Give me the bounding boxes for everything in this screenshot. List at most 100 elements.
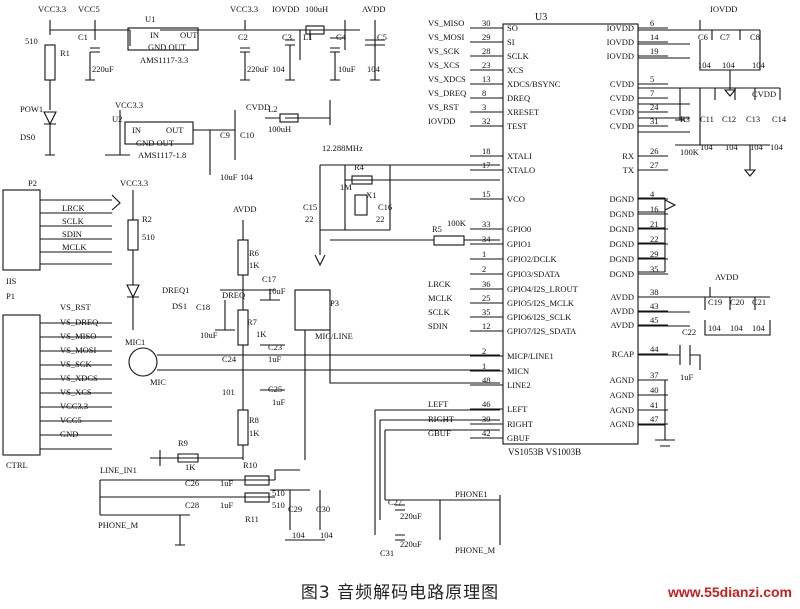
u3-pin-number: 30 xyxy=(482,18,491,28)
component-label: R5 xyxy=(432,224,442,234)
component-label: 104 xyxy=(367,64,381,74)
u3-pin-label: SCLK xyxy=(507,51,530,61)
u3-pin-label: IOVDD xyxy=(607,37,634,47)
u3-pin-number: 37 xyxy=(650,370,659,380)
u3-pin-number: 2 xyxy=(482,264,486,274)
component-label: C29 xyxy=(288,504,302,514)
u3-pin-label: GPIO3/SDATA xyxy=(507,269,561,279)
u3-pin-label: GPIO1 xyxy=(507,239,531,249)
component-label: 22 xyxy=(376,214,385,224)
figure-caption: 图3 音频解码电路原理图 xyxy=(300,583,500,603)
u3-pin-label: AGND xyxy=(609,375,634,385)
u3-pin-number: 3 xyxy=(482,102,486,112)
site-watermark: www.55dianzi.com xyxy=(668,584,792,600)
component-label: C17 xyxy=(262,274,276,284)
u3-pin-label: DGND xyxy=(609,194,634,204)
u3-pin-label: DGND xyxy=(609,239,634,249)
u3-chip-body xyxy=(502,23,639,445)
component-label: VS_MOSI xyxy=(60,345,97,355)
u3-pin-label: AVDD xyxy=(611,320,634,330)
p1-connector-box xyxy=(2,314,41,456)
component-label: R2 xyxy=(142,214,152,224)
u3-left-pins: SO30VS_MISOSI29VS_MOSISCLK28VS_SCKXCS23V… xyxy=(428,18,579,443)
r10-resistor xyxy=(244,475,270,486)
component-label: 104 xyxy=(272,64,286,74)
u3-pin-number: 18 xyxy=(482,146,491,156)
component-label: OUT xyxy=(180,30,198,40)
u3-pin-number: 35 xyxy=(482,307,491,317)
component-label: VS_XCS xyxy=(60,387,92,397)
u3-pin-label: CVDD xyxy=(610,121,634,131)
component-label: C11 xyxy=(700,114,714,124)
mic1-microphone xyxy=(128,347,158,377)
component-label: 1uF xyxy=(272,397,286,407)
u3-pin-number: 34 xyxy=(482,234,491,244)
u3-pin-number: 21 xyxy=(650,219,659,229)
component-label: VCC3.3 xyxy=(115,100,143,110)
component-label: C30 xyxy=(316,504,330,514)
u3-pin-number: 4 xyxy=(650,189,655,199)
component-label: C13 xyxy=(746,114,760,124)
u3-net-name: SDIN xyxy=(428,321,448,331)
component-label: VCC5 xyxy=(60,415,82,425)
u3-net-name: GBUF xyxy=(428,428,451,438)
component-label: IIS xyxy=(6,276,17,286)
u3-net-name: LRCK xyxy=(428,279,452,289)
u3-pin-number: 35 xyxy=(650,264,659,274)
u3-pin-number: 6 xyxy=(650,18,654,28)
u3-pin-label: XTALO xyxy=(507,165,535,175)
component-label: LINE_IN1 xyxy=(100,465,137,475)
component-label: VS_MISO xyxy=(60,331,96,341)
component-label: MIC/LINE xyxy=(315,331,353,341)
u3-pin-number: 33 xyxy=(482,219,491,229)
u3-pin-number: 1 xyxy=(482,249,486,259)
component-label: 1K xyxy=(185,462,196,472)
component-label: X1 xyxy=(366,190,376,200)
component-label: IOVDD xyxy=(710,4,737,14)
u3-pin-label: GBUF xyxy=(507,433,530,443)
u3-pin-label: CVDD xyxy=(610,93,634,103)
u3-pin-number: 7 xyxy=(650,88,654,98)
u3-pin-number: 46 xyxy=(482,399,491,409)
u3-pin-label: RIGHT xyxy=(507,419,534,429)
p3-mic-line-connector xyxy=(294,289,331,331)
component-label: 1K xyxy=(249,260,260,270)
component-label: C3 xyxy=(282,32,292,42)
component-label: R3 xyxy=(680,114,690,124)
component-label: L2 xyxy=(268,104,277,114)
component-label: 22 xyxy=(305,214,314,224)
component-label: 104 xyxy=(708,323,722,333)
component-label: C25 xyxy=(268,384,282,394)
u3-pin-label: GPIO4/I2S_LROUT xyxy=(507,284,579,294)
u3-net-name: IOVDD xyxy=(428,116,455,126)
component-label: MCLK xyxy=(62,242,87,252)
r2-resistor xyxy=(127,219,139,251)
component-label: DREQ xyxy=(222,290,245,300)
component-label: 100K xyxy=(680,147,700,157)
component-label: C12 xyxy=(722,114,736,124)
component-label: C5 xyxy=(377,32,387,42)
component-label: R11 xyxy=(245,514,259,524)
l1-inductor xyxy=(305,25,325,35)
component-label: P2 xyxy=(28,178,37,188)
component-label: CVDD xyxy=(246,102,270,112)
component-label: VCC3.3 xyxy=(38,4,66,14)
u3-pin-label: SI xyxy=(507,37,515,47)
r5-resistor xyxy=(433,235,465,246)
component-label: AVDD xyxy=(362,4,385,14)
u3-pin-label: LEFT xyxy=(507,404,528,414)
component-label: C27 xyxy=(388,497,402,507)
u3-pin-number: 16 xyxy=(650,204,659,214)
component-label: 10uF xyxy=(338,64,356,74)
component-label: VCC3.3 xyxy=(60,401,88,411)
component-label: C14 xyxy=(772,114,787,124)
component-label: 1uF xyxy=(680,372,694,382)
u3-pin-number: 26 xyxy=(650,146,659,156)
u3-net-name: VS_SCK xyxy=(428,46,461,56)
component-label: C10 xyxy=(240,130,254,140)
component-label: C24 xyxy=(222,354,237,364)
u3-pin-number: 17 xyxy=(482,160,491,170)
u3-pin-label: TEST xyxy=(507,121,528,131)
component-label: VCC3.3 xyxy=(230,4,258,14)
